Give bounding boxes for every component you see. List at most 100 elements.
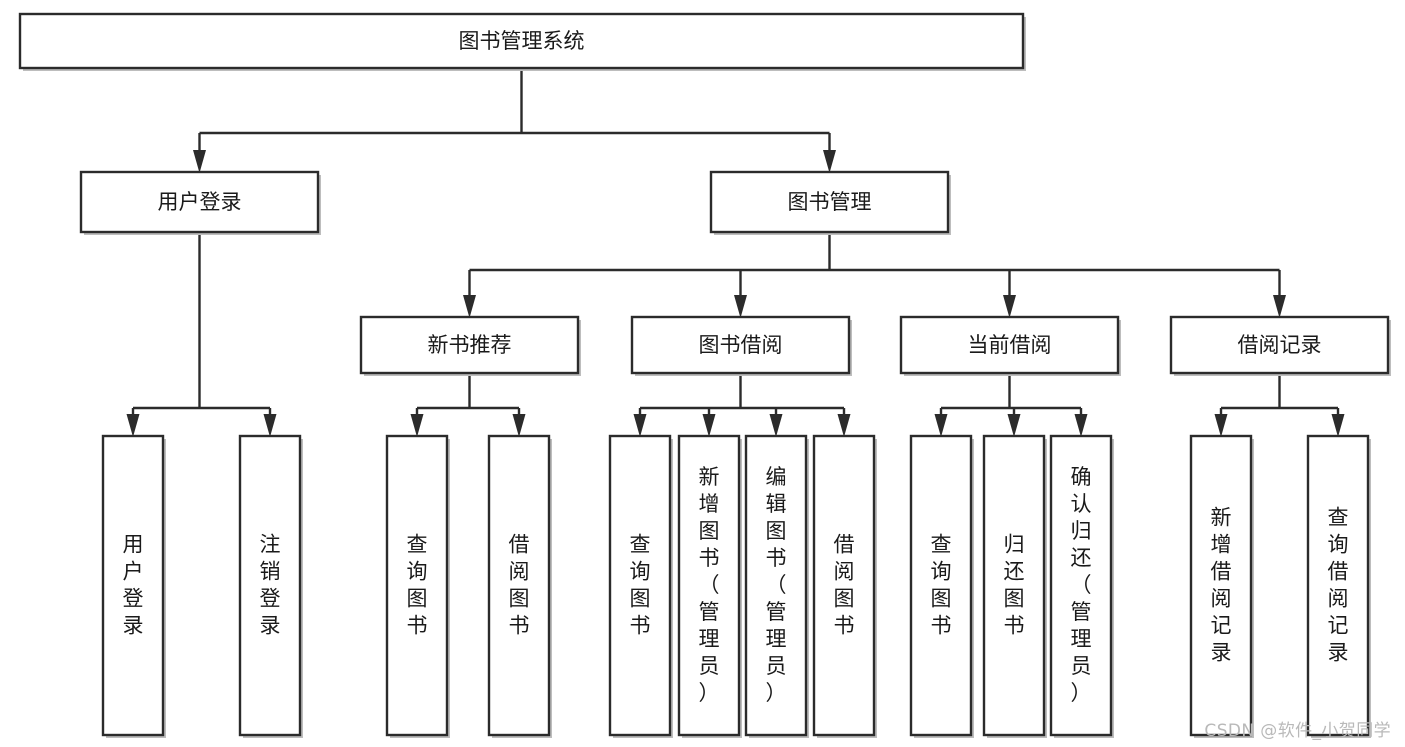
edge-arrowhead: [1273, 295, 1286, 318]
node-label-char: （: [699, 573, 720, 597]
edge-arrowhead: [263, 414, 277, 437]
edge-layer: [126, 68, 1345, 437]
node-label: 新书推荐: [428, 333, 512, 357]
node-label-char: 书: [766, 546, 787, 570]
node-label-char: 查: [1328, 506, 1349, 530]
node-border: [677, 434, 741, 737]
node-border: [359, 315, 580, 375]
node-borrow-record[interactable]: 借阅记录: [1169, 315, 1391, 376]
node-label: 图书管理: [788, 190, 872, 214]
node-label-char: 图: [1004, 587, 1025, 611]
node-label-char: 书: [509, 614, 530, 638]
node-label-char: 增: [699, 492, 720, 516]
node-book-management[interactable]: 图书管理: [709, 170, 951, 235]
node-label-char: 询: [630, 560, 651, 584]
node-label-char: 图: [630, 587, 651, 611]
node-label-char: ）: [699, 681, 720, 705]
node-border: [982, 434, 1046, 737]
node-label-char: 编: [766, 465, 787, 489]
node-layer: 图书管理系统用户登录图书管理新书推荐图书借阅当前借阅借阅记录用户登录注销登录查询…: [18, 12, 1391, 738]
node-label-char: 录: [123, 614, 144, 638]
node-label-char: 录: [1328, 641, 1349, 665]
node-border: [899, 315, 1120, 375]
node-border: [608, 434, 672, 737]
node-label-char: 员: [699, 654, 720, 678]
node-leaf-user-login[interactable]: 用户登录: [101, 434, 166, 738]
node-border: [1169, 315, 1390, 375]
node-label-char: 借: [1211, 560, 1232, 584]
edge-arrowhead: [410, 414, 424, 437]
node-book-borrow[interactable]: 图书借阅: [630, 315, 852, 376]
node-label-char: 借: [509, 533, 530, 557]
node-label-char: 询: [407, 560, 428, 584]
node-label-char: 查: [630, 533, 651, 557]
node-label-char: 图: [699, 519, 720, 543]
node-new-book-recommend[interactable]: 新书推荐: [359, 315, 581, 376]
node-label: 用户登录: [158, 190, 242, 214]
node-label-char: 书: [407, 614, 428, 638]
node-label-char: （: [766, 573, 787, 597]
node-label-char: 图: [834, 587, 855, 611]
node-label-char: 注: [260, 533, 281, 557]
edge-arrowhead: [734, 295, 747, 318]
node-label-char: 录: [260, 614, 281, 638]
node-label-char: 阅: [509, 560, 530, 584]
node-label-char: 书: [931, 614, 952, 638]
node-border: [1049, 434, 1113, 737]
node-border: [630, 315, 851, 375]
node-label-char: 辑: [766, 492, 787, 516]
node-label: 图书借阅: [699, 333, 783, 357]
node-label-char: 书: [834, 614, 855, 638]
node-label-char: 增: [1211, 533, 1232, 557]
node-label-char: 记: [1211, 614, 1232, 638]
node-label: 当前借阅: [968, 333, 1052, 357]
node-current-borrow[interactable]: 当前借阅: [899, 315, 1121, 376]
node-label-char: 理: [1071, 627, 1092, 651]
node-label-char: 借: [834, 533, 855, 557]
node-label: 图书管理系统: [459, 29, 585, 53]
edge-arrowhead: [193, 150, 206, 173]
node-label-char: 管: [699, 600, 720, 624]
node-label-char: 管: [1071, 600, 1092, 624]
edge-arrowhead: [702, 414, 716, 437]
node-border: [238, 434, 302, 737]
node-label-char: 录: [1211, 641, 1232, 665]
node-border: [18, 12, 1025, 70]
node-label: 借阅记录: [1238, 333, 1322, 357]
node-label-char: 新: [1211, 506, 1232, 530]
node-label-char: 图: [509, 587, 530, 611]
edge-arrowhead: [463, 295, 476, 318]
node-border: [1189, 434, 1253, 737]
edge-arrowhead: [1074, 414, 1088, 437]
watermark-text: CSDN @软件_小贺同学: [1204, 721, 1391, 741]
node-label-char: 阅: [834, 560, 855, 584]
node-label-char: 书: [1004, 614, 1025, 638]
node-label-char: （: [1071, 573, 1092, 597]
edge-arrowhead: [823, 150, 836, 173]
node-label-char: 认: [1071, 492, 1092, 516]
node-border: [1306, 434, 1370, 737]
node-root[interactable]: 图书管理系统: [18, 12, 1026, 71]
edge-arrowhead: [512, 414, 526, 437]
node-label-char: 还: [1071, 546, 1092, 570]
node-label-char: 登: [123, 587, 144, 611]
node-user-login[interactable]: 用户登录: [79, 170, 321, 235]
node-label-char: 管: [766, 600, 787, 624]
node-label-char: 记: [1328, 614, 1349, 638]
node-label-char: ）: [766, 681, 787, 705]
node-border: [709, 170, 950, 234]
